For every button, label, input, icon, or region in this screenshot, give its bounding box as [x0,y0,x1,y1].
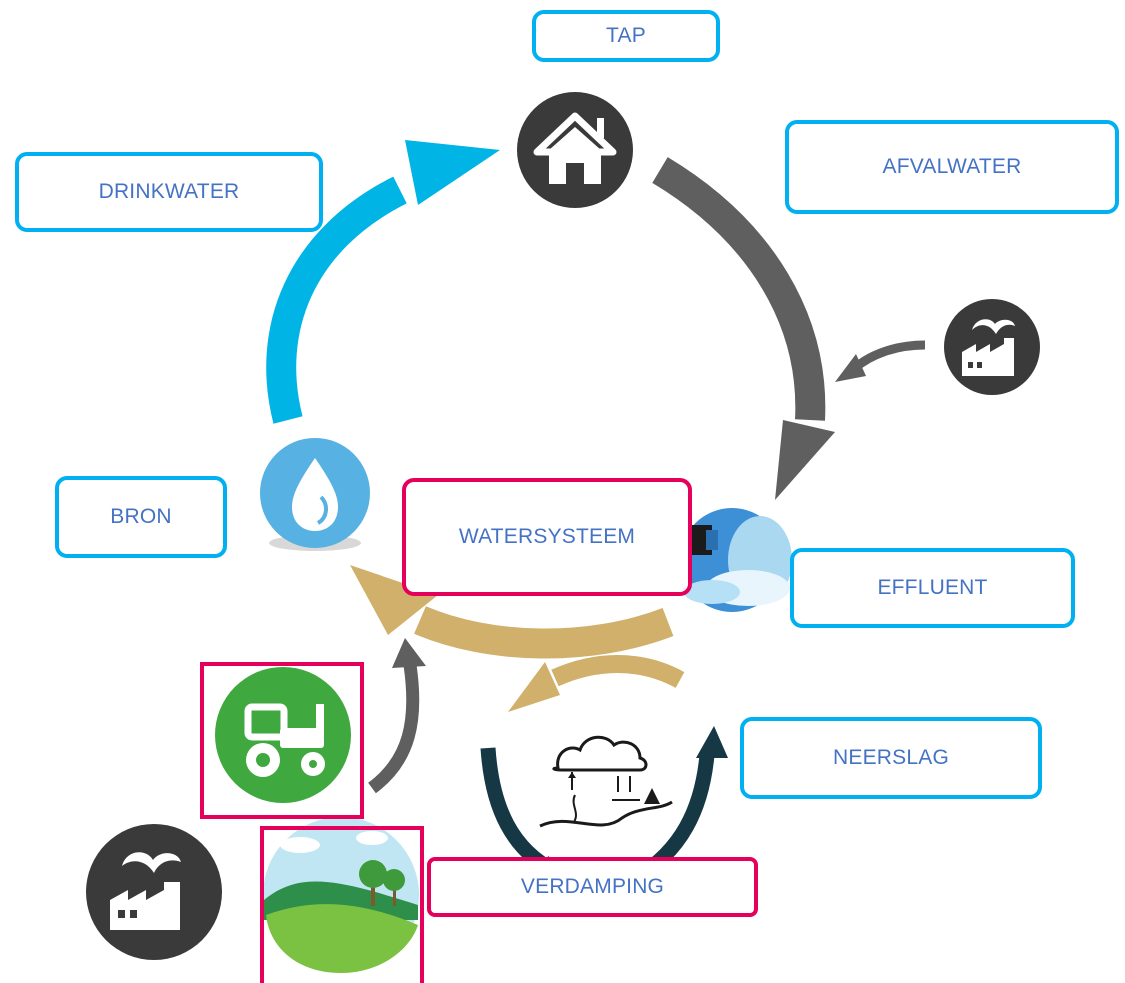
house-icon [517,92,633,208]
label-tap: TAP [532,10,720,62]
label-bron: BRON [55,476,227,558]
factory-icon-bottom [86,824,222,960]
label-watersysteem: WATERSYSTEEM [402,478,692,596]
effluent-pipe-icon [680,508,792,612]
label-afvalwater: AFVALWATER [785,120,1119,214]
rain-cloud-icon [539,735,673,828]
drinkwater-arrow [266,140,500,424]
landscape-highlight-frame [260,826,424,983]
tractor-icon [215,667,351,803]
verdamping-split-arrow [508,655,685,712]
industry-discharge-arrow [835,340,926,382]
label-verdamping: VERDAMPING [427,857,758,917]
tractor-highlight-frame [200,662,364,819]
water-drop-icon [260,438,370,551]
afvalwater-arrow [652,157,835,500]
agriculture-arrow [368,638,426,794]
label-effluent: EFFLUENT [790,548,1075,628]
landscape-icon [263,817,419,973]
label-neerslag: NEERSLAG [740,717,1042,799]
factory-icon-top [944,299,1040,395]
label-drinkwater: DRINKWATER [15,152,323,232]
watersysteem-arrow [350,565,674,659]
